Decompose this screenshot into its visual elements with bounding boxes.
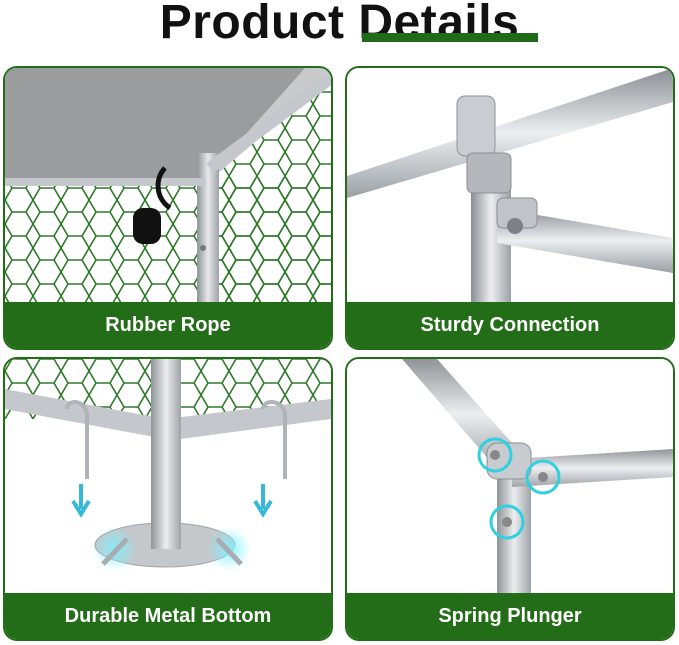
card-caption: Spring Plunger xyxy=(347,593,673,639)
rubber-rope-photo xyxy=(5,68,331,302)
spring-plunger-photo xyxy=(347,359,673,593)
page-title: Product Details xyxy=(159,0,520,49)
feature-card-rubber-rope: Rubber Rope xyxy=(3,66,333,350)
card-caption: Rubber Rope xyxy=(5,302,331,348)
feature-card-sturdy-connection: Sturdy Connection xyxy=(345,66,675,350)
title-underline-accent xyxy=(362,33,538,42)
sturdy-connection-photo xyxy=(347,68,673,302)
feature-card-durable-metal-bottom: Durable Metal Bottom xyxy=(3,357,333,641)
metal-bottom-photo xyxy=(5,359,331,593)
feature-card-spring-plunger: Spring Plunger xyxy=(345,357,675,641)
card-caption: Durable Metal Bottom xyxy=(5,593,331,639)
card-caption: Sturdy Connection xyxy=(347,302,673,348)
